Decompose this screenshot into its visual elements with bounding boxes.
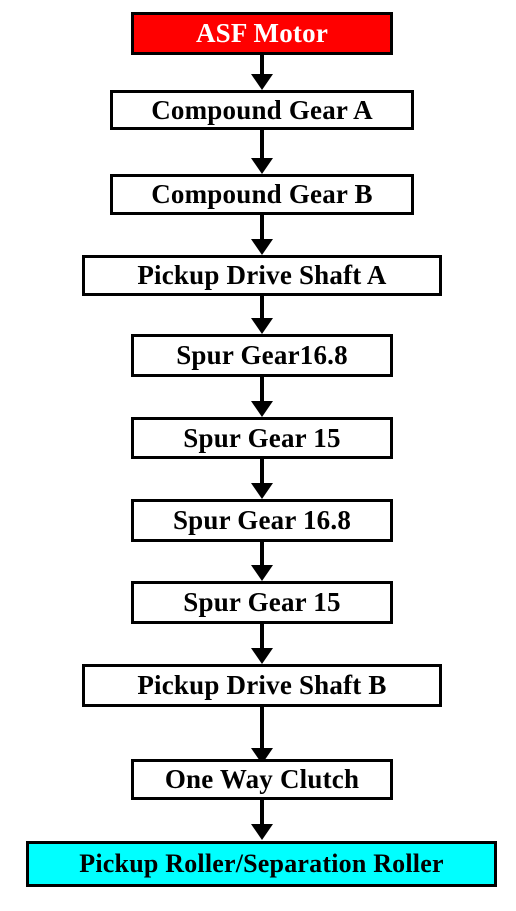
step-spur-gear-16-8-second: Spur Gear 16.8: [131, 499, 393, 542]
step-label: Compound Gear B: [151, 179, 373, 209]
step-compound-gear-a: Compound Gear A: [110, 90, 414, 130]
step-spur-gear-15-second: Spur Gear 15: [131, 581, 393, 624]
step-label: Spur Gear 16.8: [172, 505, 352, 535]
step-label: Spur Gear 15: [183, 422, 341, 453]
step-label: Pickup Drive Shaft A: [137, 260, 387, 290]
step-label: Spur Gear 15: [183, 587, 341, 617]
step-label: Pickup Roller/Separation Roller: [79, 849, 444, 878]
step-label: Pickup Drive Shaft B: [137, 670, 387, 700]
step-label: ASF Motor: [195, 18, 328, 48]
step-pickup-drive-shaft-a: Pickup Drive Shaft A: [82, 255, 442, 296]
step-compound-gear-b: Compound Gear B: [110, 174, 414, 215]
step-pickup-drive-shaft-b: Pickup Drive Shaft B: [82, 664, 442, 707]
step-spur-gear-16-8-first: Spur Gear16.8: [131, 334, 393, 377]
step-pickup-separation-roller: Pickup Roller/Separation Roller: [26, 841, 497, 887]
step-asf-motor: ASF Motor: [131, 12, 393, 55]
step-spur-gear-15-first: Spur Gear 15: [131, 417, 393, 459]
step-label: One Way Clutch: [164, 764, 360, 794]
step-label: Spur Gear16.8: [176, 340, 348, 370]
step-label: Compound Gear A: [151, 94, 373, 125]
step-one-way-clutch: One Way Clutch: [131, 759, 393, 800]
